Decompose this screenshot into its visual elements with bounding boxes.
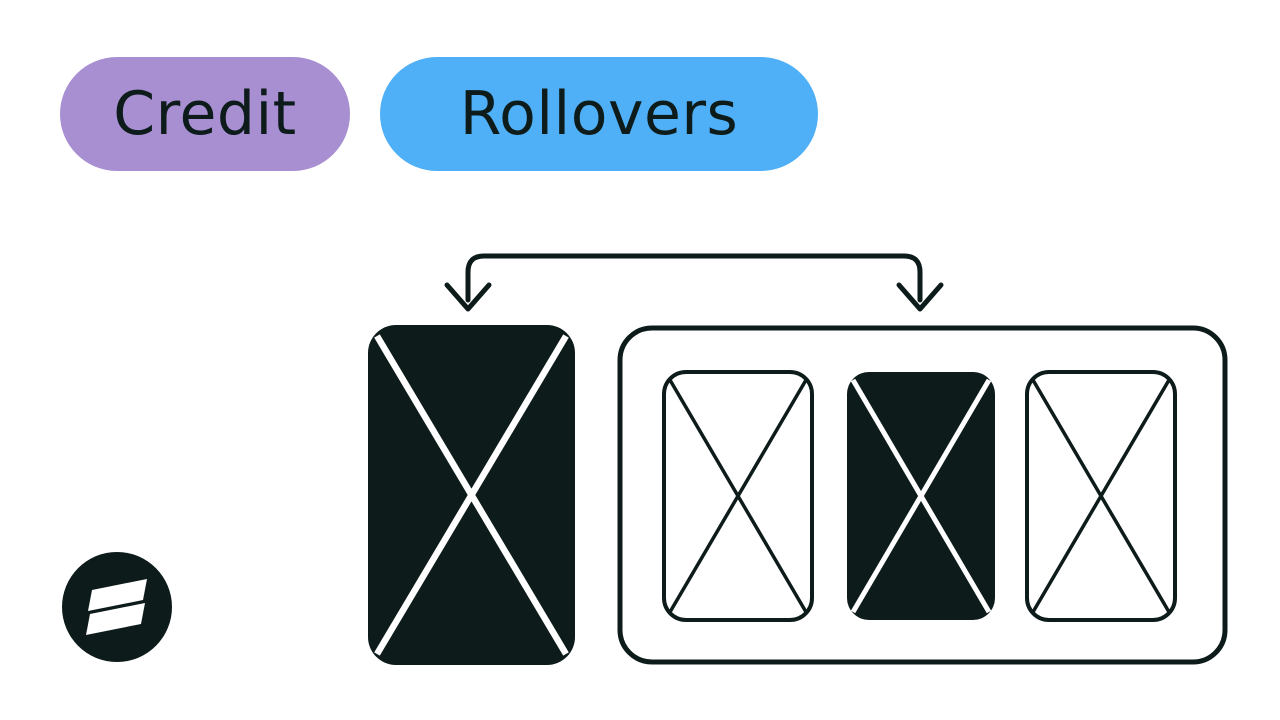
rollover-arrow-icon — [444, 253, 944, 312]
rollovers-badge-label: Rollovers — [459, 79, 739, 149]
credit-badge: Credit — [60, 57, 350, 171]
credit-badge-label: Credit — [113, 79, 297, 149]
container-card-3 — [1025, 370, 1177, 622]
source-credit-card — [368, 325, 575, 665]
container-card-2 — [847, 372, 995, 620]
title-badges: Credit Rollovers — [60, 57, 818, 171]
rollovers-badge: Rollovers — [380, 57, 818, 171]
rollover-container — [617, 325, 1228, 665]
brand-flag-logo-icon — [62, 552, 172, 662]
container-card-1 — [662, 370, 814, 622]
